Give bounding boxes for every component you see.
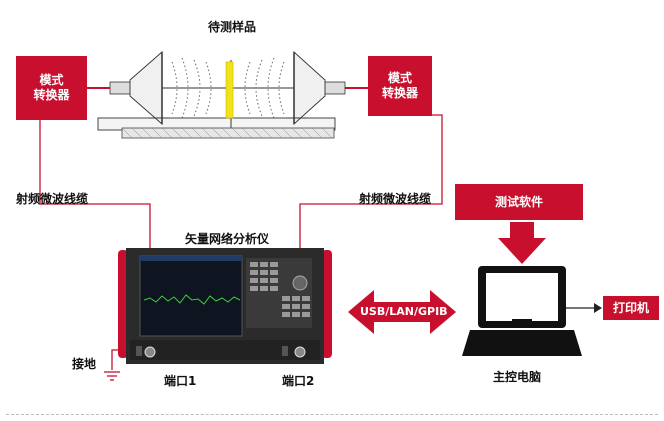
rf-cable-left-label: 射频微波线缆 [16,192,89,206]
software-box: 测试软件 [455,184,583,220]
mode-converter-left-line1: 模式 [39,73,64,87]
mode-converter-right-line2: 转换器 [381,86,418,100]
interface-label: USB/LAN/GPIB [360,305,448,318]
bottom-divider [6,414,658,415]
ground-symbol [104,349,120,381]
port2-label: 端口2 [282,374,315,388]
printer-box: 打印机 [603,296,659,320]
printer-arrow-head [594,303,602,313]
left-horn-antenna [109,51,300,125]
mode-converter-right: 模式 转换器 [368,56,432,116]
host-pc-label: 主控电脑 [493,370,542,384]
port1-label: 端口1 [164,374,197,388]
software-label: 测试软件 [494,194,543,209]
sample-slab [225,61,234,119]
laptop [462,266,582,356]
vna-trace [143,294,241,305]
interface-arrow [348,290,456,334]
ground-label: 接地 [72,357,97,371]
wave-fronts [171,57,285,119]
vna-title: 矢量网络分析仪 [185,232,270,246]
rf-cable-right-label: 射频微波线缆 [359,192,432,206]
software-down-arrow [498,222,546,264]
port1-connector [144,346,156,358]
sample-title: 待测样品 [208,20,257,34]
vna-instrument [118,248,332,364]
printer-label: 打印机 [612,300,649,315]
mode-converter-left-line2: 转换器 [33,88,70,102]
port2-connector [294,346,306,358]
right-horn-antenna [286,50,346,126]
mode-converter-right-line1: 模式 [387,71,412,85]
mode-converter-left: 模式 转换器 [16,56,87,120]
